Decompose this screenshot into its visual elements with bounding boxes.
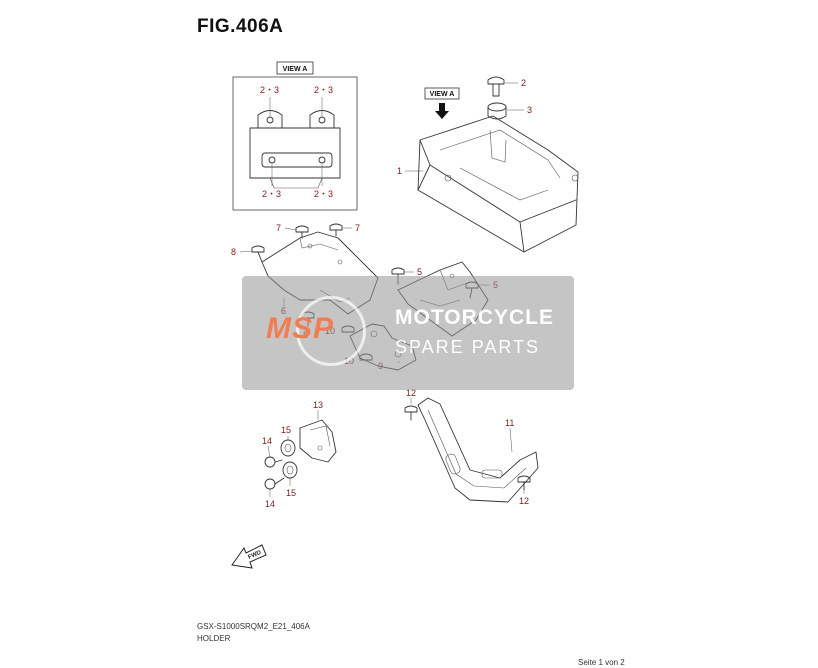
- inset-callout: 2・3: [314, 189, 333, 199]
- part-bolt: [264, 456, 283, 468]
- callout-12: 12: [519, 496, 529, 506]
- watermark-subtitle: SPARE PARTS: [395, 337, 541, 357]
- fwd-arrow-icon: FWD: [231, 544, 267, 569]
- part-bolt: [329, 223, 343, 237]
- inset-frame: [232, 76, 358, 211]
- figure-title: FIG.406A: [197, 16, 284, 37]
- fwd-label: FWD: [247, 550, 263, 561]
- inset-hole: [318, 156, 326, 164]
- watermark-title: MOTORCYCLE: [395, 306, 554, 329]
- callout-3: 3: [527, 105, 532, 115]
- inset-callout: 2・3: [260, 85, 279, 95]
- callout-14: 14: [262, 436, 272, 446]
- part-screw: [487, 76, 505, 97]
- callout-1: 1: [397, 166, 402, 176]
- arrow-label-frame: [424, 87, 460, 100]
- page-number: Seite 1 von 2: [578, 658, 625, 667]
- figure-name: HOLDER: [197, 634, 231, 643]
- inset-callout: 2・3: [314, 85, 333, 95]
- arrow-view-label: VIEW A: [430, 91, 455, 98]
- callout-15: 15: [286, 488, 296, 498]
- callout-13: 13: [313, 400, 323, 410]
- inset-lip: [269, 177, 323, 189]
- part-damper: [280, 439, 296, 457]
- callout-7: 7: [355, 223, 360, 233]
- globe-icon: [296, 296, 366, 366]
- part-bolt: [404, 405, 418, 421]
- inset-slot: [261, 152, 333, 168]
- callout-15: 15: [281, 425, 291, 435]
- callout-2: 2: [521, 78, 526, 88]
- callout-5: 5: [417, 267, 422, 277]
- callout-7: 7: [276, 223, 281, 233]
- inset-view-label: VIEW A: [283, 66, 308, 73]
- inset-callout: 2・3: [262, 189, 281, 199]
- part-long-bracket: [417, 397, 539, 503]
- part-holder: [299, 419, 337, 463]
- callout-14: 14: [265, 499, 275, 509]
- view-a-arrow: VIEW A: [424, 87, 460, 119]
- callout-12: 12: [406, 388, 416, 398]
- figure-code: GSX-S1000SRQM2_E21_406A: [197, 622, 310, 631]
- down-arrow-icon: [435, 103, 449, 119]
- inset-hole: [318, 116, 326, 124]
- callout-8: 8: [231, 247, 236, 257]
- callout-11: 11: [505, 418, 514, 428]
- watermark-logo: MSP: [266, 312, 335, 345]
- inset-label-frame: [276, 61, 314, 75]
- part-bolt: [517, 475, 531, 491]
- inset-hole: [266, 116, 274, 124]
- part-bolt: [295, 225, 309, 239]
- inset-hole: [268, 156, 276, 164]
- part-damper: [282, 461, 298, 479]
- part-battery-tray: [417, 115, 579, 253]
- part-bolt: [264, 477, 285, 490]
- view-a-inset: VIEW A 2・3 2・3 2・3 2・3: [232, 61, 358, 211]
- part-bolt: [251, 245, 265, 263]
- part-grommet: [487, 102, 507, 120]
